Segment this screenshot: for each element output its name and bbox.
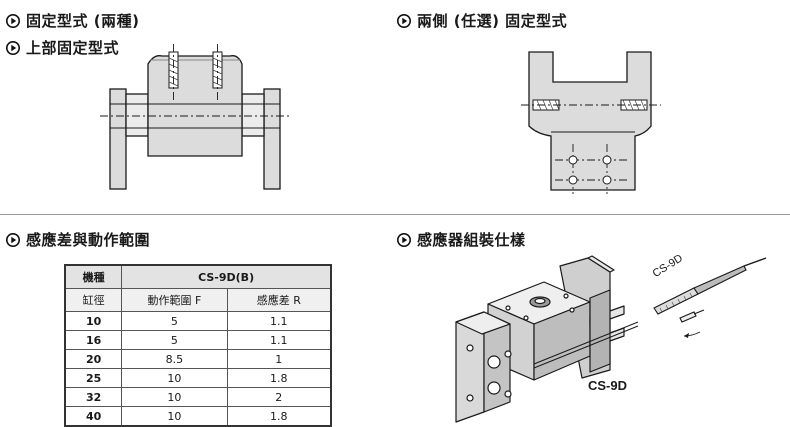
- table-cell-range: 10: [121, 406, 228, 427]
- mount-hole: [568, 175, 578, 185]
- heading-sensor-spec-text: 感應器組裝仕樣: [417, 231, 526, 249]
- table-cell-diff: 1.8: [226, 368, 332, 388]
- table-row: 32 10 2: [64, 387, 332, 407]
- table-cell-bore: 20: [64, 349, 123, 369]
- table-subheader-row: 缸徑 動作範圍 F 感應差 R: [64, 288, 332, 312]
- table-cell-bore: 32: [64, 387, 123, 407]
- mount-hole: [602, 155, 612, 165]
- table-cell-diff: 1.1: [226, 311, 332, 331]
- table-model-label: CS-9D(B): [121, 264, 332, 289]
- left-cap: [125, 93, 149, 137]
- mount-hole: [602, 175, 612, 185]
- top-fixed-drawing: [100, 44, 290, 190]
- table-col-diff: 感應差 R: [226, 288, 332, 312]
- sensor-model-label: CS-9D: [588, 378, 628, 393]
- sensor-screw: [679, 311, 697, 323]
- table-row: 10 5 1.1: [64, 311, 332, 331]
- play-circle-icon: [6, 13, 20, 28]
- heading-sensor-spec: 感應器組裝仕樣: [397, 229, 526, 250]
- play-circle-icon: [397, 13, 411, 28]
- right-cap: [241, 93, 265, 137]
- play-circle-icon: [6, 232, 20, 247]
- table-cell-bore: 10: [64, 311, 123, 331]
- table-cell-range: 5: [121, 330, 228, 350]
- table-cell-range: 10: [121, 368, 228, 388]
- table-cell-diff: 2: [226, 387, 332, 407]
- table-cell-diff: 1.8: [226, 406, 332, 427]
- mount-hole: [568, 155, 578, 165]
- table-cell-range: 8.5: [121, 349, 228, 369]
- heading-top-fixed-text: 上部固定型式: [26, 39, 120, 57]
- table-row: 16 5 1.1: [64, 330, 332, 350]
- table-cell-diff: 1.1: [226, 330, 332, 350]
- table-cell-bore: 40: [64, 406, 123, 427]
- table-cell-range: 10: [121, 387, 228, 407]
- table-col-range: 動作範圍 F: [121, 288, 228, 312]
- sensor-assembly-drawing: [455, 255, 767, 423]
- table-row: 25 10 1.8: [64, 368, 332, 388]
- heading-sensor-range: 感應差與動作範圍: [6, 229, 150, 250]
- heading-top-fixed: 上部固定型式: [6, 37, 119, 58]
- table-cell-range: 5: [121, 311, 228, 331]
- table-header-row: 機種 CS-9D(B): [64, 264, 332, 289]
- play-circle-icon: [6, 40, 20, 55]
- right-flange: [263, 88, 281, 190]
- heading-sensor-range-text: 感應差與動作範圍: [26, 231, 151, 249]
- heading-fixed-type-text: 固定型式 (兩種): [26, 12, 140, 30]
- left-flange: [109, 88, 127, 190]
- table-row: 40 10 1.8: [64, 406, 332, 427]
- sensor-range-table: 機種 CS-9D(B) 缸徑 動作範圍 F 感應差 R 10 5 1.1 16 …: [64, 264, 332, 427]
- table-row: 20 8.5 1: [64, 349, 332, 369]
- table-corner-label: 機種: [64, 264, 123, 289]
- heading-side-fixed: 兩側 (任選) 固定型式: [397, 10, 567, 31]
- play-circle-icon: [397, 232, 411, 247]
- table-bore-label: 缸徑: [64, 288, 123, 312]
- heading-fixed-type: 固定型式 (兩種): [6, 10, 139, 31]
- center-body: [147, 55, 243, 157]
- table-cell-bore: 16: [64, 330, 123, 350]
- clamp-body: [528, 51, 652, 191]
- sensor-body: [653, 287, 699, 315]
- side-fixed-drawing: [521, 51, 661, 194]
- section-divider: [0, 214, 790, 215]
- table-cell-diff: 1: [226, 349, 332, 369]
- table-cell-bore: 25: [64, 368, 123, 388]
- heading-side-fixed-text: 兩側 (任選) 固定型式: [417, 12, 568, 30]
